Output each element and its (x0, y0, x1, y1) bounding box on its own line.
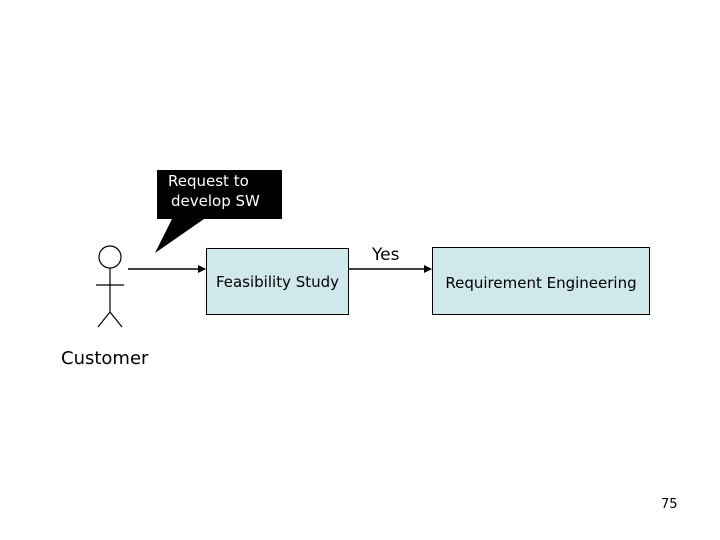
requirement-engineering-label: Requirement Engineering (445, 274, 637, 292)
yes-edge-label: Yes (372, 245, 400, 265)
callout-line-1: Request to (168, 172, 249, 190)
customer-actor-icon (96, 245, 124, 328)
customer-label: Customer (61, 348, 149, 369)
feasibility-study-label: Feasibility Study (215, 273, 340, 291)
feasibility-study-node: Feasibility Study (206, 248, 349, 315)
requirement-engineering-node: Requirement Engineering (432, 247, 650, 315)
callout-line-2: develop SW (171, 192, 260, 210)
callout-text: Request to develop SW (158, 171, 280, 211)
page-number: 75 (661, 497, 678, 512)
speech-bubble (155, 170, 282, 253)
